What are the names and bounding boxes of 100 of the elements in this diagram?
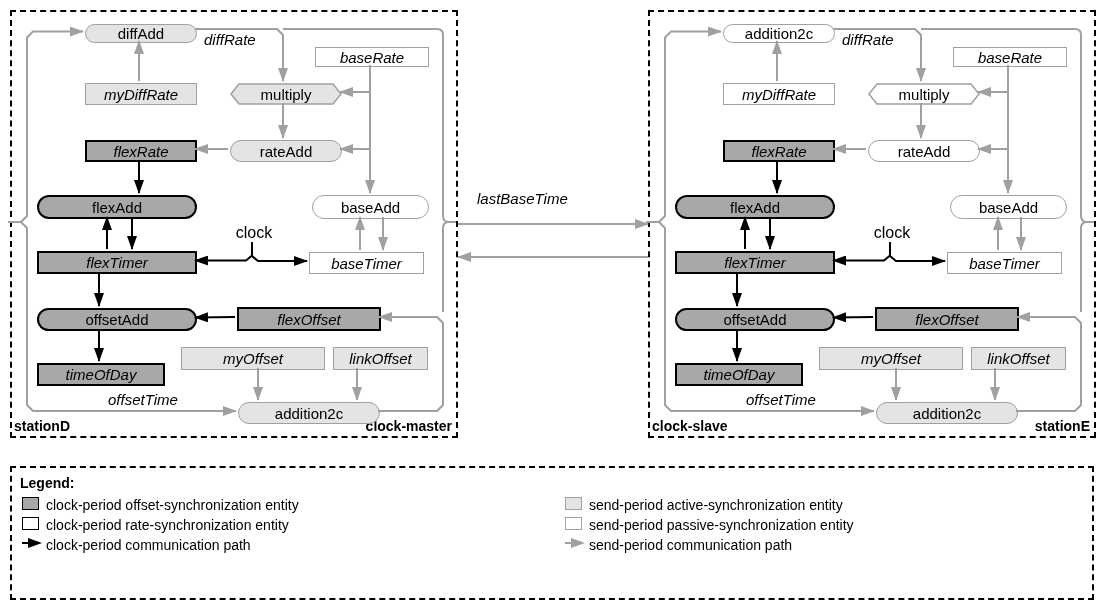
station-boundary <box>10 10 458 438</box>
process-pill <box>868 140 980 162</box>
process-pill <box>312 195 429 219</box>
process-pill <box>37 195 197 219</box>
process-pill <box>675 308 835 331</box>
variable-box <box>953 47 1067 67</box>
arrow <box>127 216 137 250</box>
arrow <box>889 241 946 266</box>
node-label: myDiffRate <box>103 86 179 102</box>
node-label: addition2c <box>274 405 344 421</box>
node-label: baseTimer <box>331 255 402 271</box>
station-label: stationD <box>14 418 70 434</box>
node-label: baseAdd <box>340 199 401 215</box>
arrow <box>134 40 144 82</box>
clock-label: clock <box>230 223 278 242</box>
variable-box <box>675 363 803 386</box>
variable-box <box>723 140 835 162</box>
node-label: flexAdd <box>91 199 142 215</box>
node-label: multiply <box>260 86 312 102</box>
variable-box <box>237 307 381 331</box>
legend-label: send-period passive-synchronization entity <box>589 518 854 532</box>
arrow <box>7 221 237 416</box>
variable-box <box>333 347 428 370</box>
legend-label: clock-period offset-synchronization entity <box>46 498 299 512</box>
station-label: clock-master <box>365 418 452 434</box>
variable-box <box>675 251 835 274</box>
variable-box <box>947 252 1062 274</box>
node-label: myOffset <box>223 351 283 366</box>
process-pill <box>37 308 197 331</box>
edge-label: diffRate <box>841 32 895 47</box>
node-label: flexTimer <box>86 255 148 270</box>
node-label: flexOffset <box>277 311 341 327</box>
node-label: flexAdd <box>729 199 780 215</box>
legend-label: clock-period communication path <box>46 538 251 552</box>
arrow <box>772 40 782 82</box>
edge-label: offsetTime <box>745 392 817 407</box>
node-label: myOffset <box>861 351 921 366</box>
variable-box <box>723 83 835 105</box>
node-label: linkOffset <box>987 351 1050 366</box>
node-label: myDiffRate <box>741 86 817 102</box>
process-pill <box>85 24 197 43</box>
operation-hexagon <box>230 83 342 105</box>
operation-hexagon <box>868 83 980 105</box>
variable-box <box>875 307 1019 331</box>
variable-box <box>37 251 197 274</box>
node-label: rateAdd <box>259 143 313 159</box>
arrow <box>457 219 649 229</box>
arrow <box>355 216 365 251</box>
node-label: baseAdd <box>978 199 1039 215</box>
arrow <box>832 28 926 82</box>
legend-label: send-period active-synchronization entity <box>589 498 843 512</box>
legend-label: clock-period rate-synchronization entity <box>46 518 289 532</box>
legend-label: send-period communication path <box>589 538 793 552</box>
variable-box <box>181 347 325 370</box>
node-label: flexRate <box>751 143 807 159</box>
legend-title: Legend: <box>20 476 75 490</box>
variable-box <box>819 347 963 370</box>
variable-box <box>37 363 165 386</box>
process-pill <box>723 24 835 43</box>
node-label: flexOffset <box>915 311 979 327</box>
station-label: clock-slave <box>652 418 728 434</box>
arrow <box>457 252 649 262</box>
node-label: addition2c <box>912 405 982 421</box>
node-label: flexTimer <box>724 255 786 270</box>
arrow <box>251 241 308 266</box>
arrow <box>102 216 112 250</box>
station-label: stationE <box>1034 418 1090 434</box>
node-label: flexRate <box>113 143 169 159</box>
edge-label: offsetTime <box>107 392 179 407</box>
edge-label: diffRate <box>203 32 257 47</box>
node-label: diffAdd <box>117 26 165 41</box>
arrow <box>194 28 288 82</box>
arrow <box>765 216 775 250</box>
node-label: rateAdd <box>897 143 951 159</box>
station-boundary <box>648 10 1096 438</box>
arrow <box>993 216 1003 251</box>
arrow <box>645 221 875 416</box>
variable-box <box>309 252 424 274</box>
process-pill <box>876 402 1018 424</box>
node-label: baseTimer <box>969 255 1040 271</box>
arrow <box>740 216 750 250</box>
node-label: baseRate <box>977 49 1043 65</box>
process-pill <box>950 195 1067 219</box>
process-pill <box>230 140 342 162</box>
arrow <box>94 328 104 362</box>
node-label: addition2c <box>744 26 814 41</box>
node-label: timeOfDay <box>703 367 775 382</box>
node-label: timeOfDay <box>65 367 137 382</box>
arrow <box>732 328 742 362</box>
variable-box <box>315 47 429 67</box>
process-pill <box>675 195 835 219</box>
node-label: offsetAdd <box>85 312 149 327</box>
clock-label: clock <box>868 223 916 242</box>
variable-box <box>85 140 197 162</box>
node-label: offsetAdd <box>723 312 787 327</box>
variable-box <box>971 347 1066 370</box>
edge-label: lastBaseTime <box>476 191 569 206</box>
node-label: baseRate <box>339 49 405 65</box>
variable-box <box>85 83 197 105</box>
node-label: multiply <box>898 86 950 102</box>
